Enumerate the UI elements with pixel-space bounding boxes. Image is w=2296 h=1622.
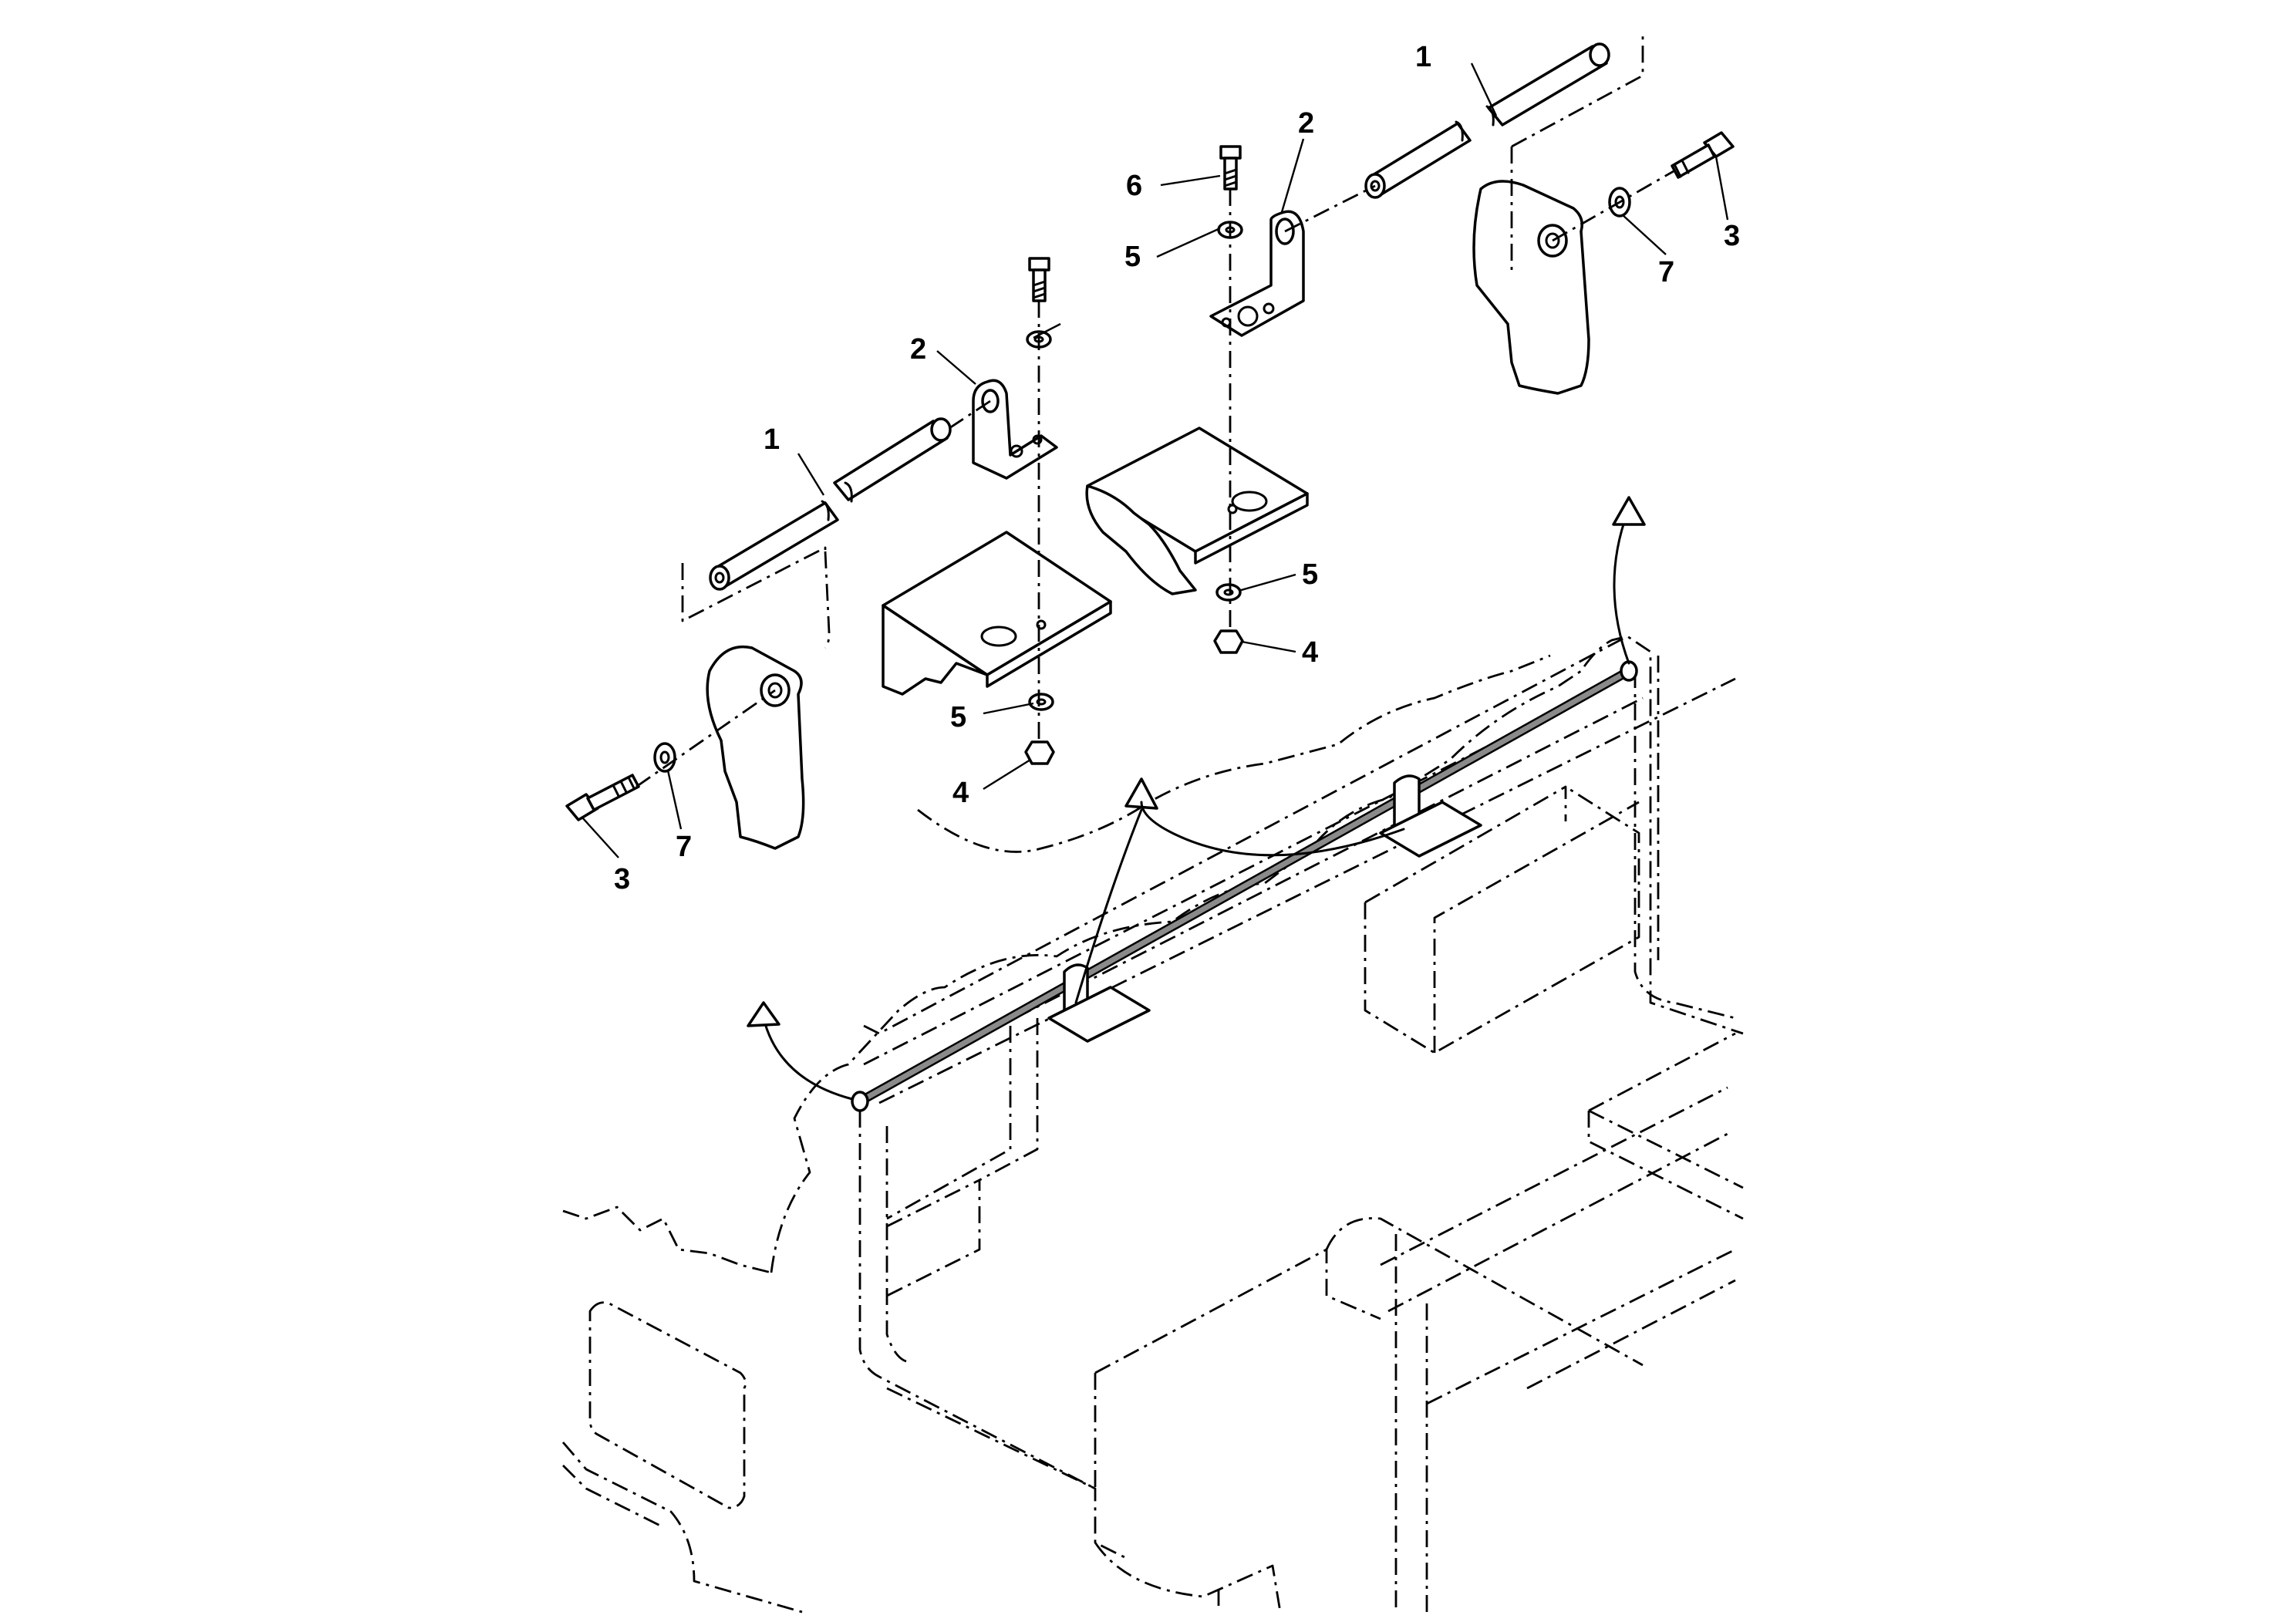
bolt-3-left <box>565 774 640 821</box>
nut-4-right <box>1213 629 1244 654</box>
pin-tube-right <box>1364 42 1610 199</box>
pin-tube-left <box>709 417 952 591</box>
callout-labels: 1 1 2 2 3 3 4 4 5 5 5 6 7 7 <box>614 41 1740 895</box>
bolt-6-right <box>1219 145 1242 191</box>
callout-2-left: 2 <box>910 333 926 366</box>
washer-7-right <box>1608 187 1631 218</box>
installed-tie-rod <box>851 660 1638 1112</box>
callout-leaders <box>582 62 1729 858</box>
callout-5-left-top: 5 <box>1124 241 1141 273</box>
callout-4-right: 4 <box>1302 636 1318 669</box>
callout-7-left: 7 <box>676 831 692 863</box>
callout-5-right: 5 <box>1302 558 1318 591</box>
callout-4-left: 4 <box>952 777 969 809</box>
mounting-plate-right <box>1085 427 1309 595</box>
callout-2-right: 2 <box>1298 107 1314 140</box>
callout-7-right: 7 <box>1658 256 1674 288</box>
frame-bracket-left <box>706 645 805 850</box>
l-bracket-left <box>972 379 1058 480</box>
mounting-plate-left <box>882 531 1112 696</box>
callout-6: 6 <box>1126 170 1142 202</box>
alignment-lines <box>636 31 1674 788</box>
bolt-3-right <box>1671 131 1735 179</box>
callout-5-left-bottom: 5 <box>950 701 966 733</box>
callout-1-right: 1 <box>1415 41 1431 73</box>
callout-1-left: 1 <box>764 423 780 456</box>
callout-3-left: 3 <box>614 863 630 895</box>
callout-3-right: 3 <box>1724 220 1740 252</box>
bolt-6-left <box>1028 257 1050 302</box>
nut-4-left <box>1024 740 1055 765</box>
washer-5-left-bottom <box>1028 693 1054 711</box>
frame-bracket-right <box>1472 180 1590 395</box>
washer-5-right-bottom <box>1215 583 1242 602</box>
location-arrows <box>747 496 1646 1101</box>
